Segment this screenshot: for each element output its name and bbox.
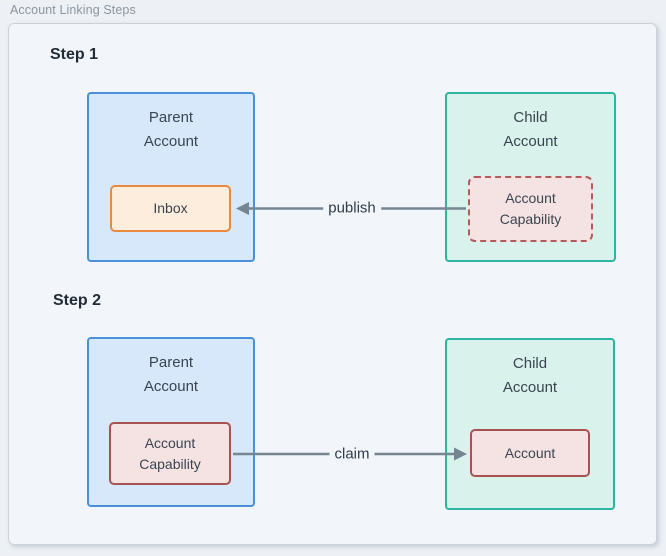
claim-edge-label: claim xyxy=(329,444,375,464)
step1-account-capability-node: Account Capability xyxy=(468,176,593,242)
step2-account-capability-node: Account Capability xyxy=(109,422,231,485)
step1-parent-account-node: Parent Account Inbox xyxy=(87,92,255,262)
step2-child-account-label: Child Account xyxy=(502,355,558,396)
step2-child-account-node: Child Account Account xyxy=(445,338,615,510)
step1-inbox-node: Inbox xyxy=(110,185,231,232)
step2-account-node: Account xyxy=(470,429,590,477)
step1-parent-account-label: Parent Account xyxy=(143,109,199,150)
step2-parent-account-node: Parent Account Account Capability xyxy=(87,337,255,507)
step1-child-account-node: Child Account Account Capability xyxy=(445,92,616,262)
step2-parent-account-label: Parent Account xyxy=(143,354,199,395)
step1-heading: Step 1 xyxy=(50,46,99,63)
step1-child-account-label: Child Account xyxy=(503,109,558,150)
publish-edge-label: publish xyxy=(323,198,381,218)
step2-heading: Step 2 xyxy=(53,292,102,309)
diagram-title: Account Linking Steps xyxy=(10,3,136,17)
